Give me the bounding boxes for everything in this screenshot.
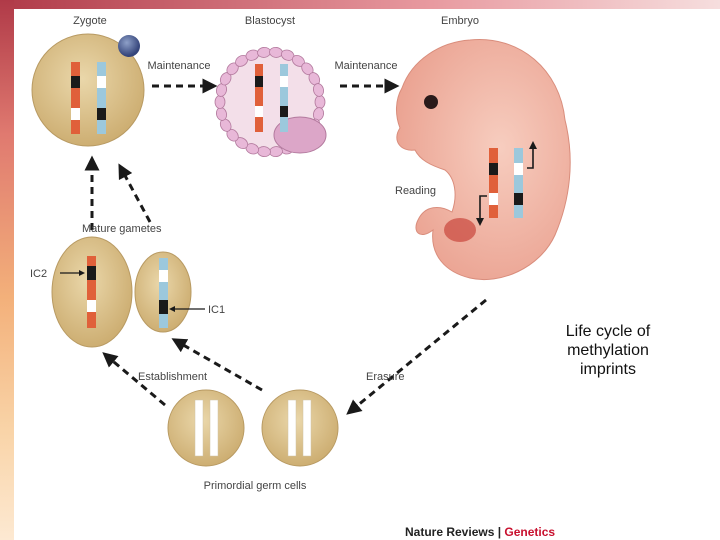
left-accent-bar — [0, 0, 14, 540]
erasure-label: Erasure — [366, 371, 405, 383]
embryo-eye — [424, 95, 438, 109]
caption-line-2: methylation — [567, 342, 649, 359]
blastocyst — [214, 46, 327, 158]
caption-line-1: Life cycle of — [565, 323, 651, 340]
paternal-chromosome — [97, 62, 106, 134]
zygote-label: Zygote — [73, 15, 107, 27]
credit-journal: Nature Reviews — [405, 525, 495, 539]
arrow-sperm-to-zygote — [118, 163, 152, 223]
slide-caption: Life cycle of methylation imprints — [548, 322, 668, 379]
primordial-germ-cell-1 — [167, 389, 245, 467]
maternal-chromosome — [71, 62, 80, 134]
maternal-chromosome — [489, 148, 498, 218]
arrow-establishment-egg — [102, 352, 166, 407]
ic1-label: IC1 — [208, 304, 225, 316]
mature-gamete-egg — [51, 236, 133, 348]
mature-gametes-label: Mature gametes — [82, 223, 162, 235]
reading-label: Reading — [395, 185, 436, 197]
caption-line-3: imprints — [579, 361, 636, 378]
expression-arrow-up — [527, 141, 537, 169]
embryo-limb-bud — [444, 218, 476, 242]
ic2-label: IC2 — [30, 268, 47, 280]
embryo — [396, 39, 571, 280]
journal-credit: Nature Reviews | Genetics — [405, 525, 555, 539]
primordial-germ-cells-label: Primordial germ cells — [204, 480, 307, 492]
arrow-erasure — [346, 298, 487, 415]
arrow-establishment-sperm — [171, 338, 263, 392]
expression-arrow-down — [476, 195, 487, 226]
embryo-label: Embryo — [441, 15, 479, 27]
credit-separator: | — [494, 525, 505, 539]
primordial-germ-cell-2 — [261, 389, 339, 467]
blastocyst-cell — [214, 95, 226, 109]
paternal-chromosome — [514, 148, 523, 218]
maintenance-label-2: Maintenance — [335, 60, 398, 72]
establishment-label: Establishment — [138, 371, 207, 383]
top-accent-bar — [0, 0, 720, 9]
zygote-cell — [31, 33, 145, 147]
maintenance-label-1: Maintenance — [148, 60, 211, 72]
blastocyst-label: Blastocyst — [245, 15, 295, 27]
credit-section: Genetics — [504, 525, 556, 539]
blastocyst-cell — [313, 83, 324, 97]
maternal-chromosome — [255, 64, 263, 132]
blastocyst-cell — [314, 95, 326, 109]
paternal-chromosome — [280, 64, 288, 132]
mature-gamete-sperm — [134, 251, 192, 333]
sperm-cell — [118, 35, 140, 57]
